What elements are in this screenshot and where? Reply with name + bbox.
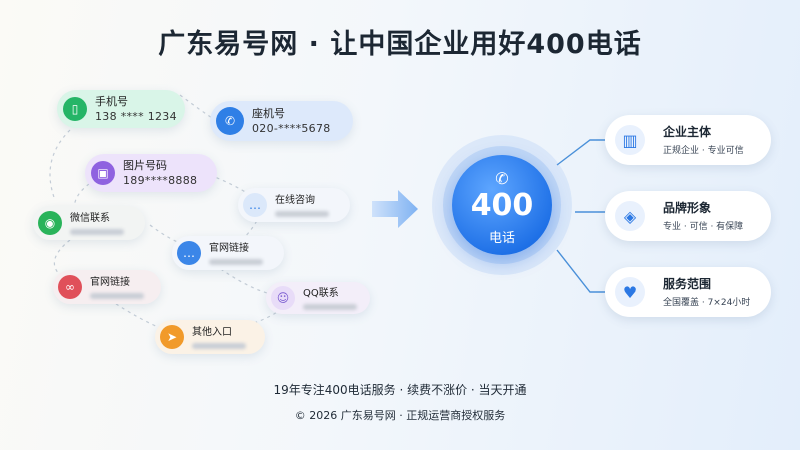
hub-label: 电话 [488,231,515,246]
site-link-blurred-2 [90,293,144,299]
other-entry-pill: ➤ 其他入口 [155,320,265,354]
benefit-card-service: ♥ 服务范围 全国覆盖 · 7×24小时 [605,267,771,317]
chat-bubble-icon: … [243,193,267,217]
online-consult-blurred [275,211,329,217]
qq-blurred [303,304,357,310]
site-link-pill-1: … 官网链接 [172,236,284,270]
right-arrow-icon [372,190,418,228]
footer-tagline: 19年专注400电话服务 · 续费不涨价 · 当天开通 [273,383,527,397]
image-number-pill: ▣ 图片号码 189****8888 [85,154,217,192]
site-link-pill-2: ∞ 官网链接 [53,270,161,304]
chat-icon: … [177,241,201,265]
other-entry-label: 其他入口 [192,327,232,338]
wechat-pill: ◉ 微信联系 [33,206,145,240]
mobile-phone-icon: ▯ [63,97,87,121]
mobile-label: 手机号 [95,95,128,108]
handshake-icon: ♥ [615,277,645,307]
hub-phone-icon: ✆ [495,169,509,188]
benefit-card-enterprise: ▥ 企业主体 正规企业 · 专业可信 [605,115,771,165]
benefit-title: 服务范围 [663,277,712,291]
qq-label: QQ联系 [303,288,339,299]
landline-label: 座机号 [252,107,285,120]
brand-tag-icon: ◈ [615,201,645,231]
site-link-label-2: 官网链接 [90,277,130,288]
image-number-label: 图片号码 [123,159,167,172]
footer-copyright: © 2026 广东易号网 · 正规运营商授权服务 [294,409,506,422]
page-title: 广东易号网 · 让中国企业用好400电话 [158,29,642,60]
benefit-title: 企业主体 [663,125,712,139]
qq-icon: ☺ [271,286,295,310]
building-icon: ▥ [615,125,645,155]
link-icon: ∞ [58,275,82,299]
wechat-icon: ◉ [38,211,62,235]
wechat-blurred [70,229,124,235]
benefit-subtitle: 正规企业 · 专业可信 [663,146,744,156]
hub-number: 400 [470,188,534,223]
phone-icon: ✆ [216,107,244,135]
online-consult-pill: … 在线咨询 [238,188,350,222]
send-icon: ➤ [160,325,184,349]
mobile-number-pill: ▯ 手机号 138 **** 1234 [57,90,185,128]
image-number-value: 189****8888 [123,174,198,187]
other-entry-blurred [192,343,246,349]
benefit-subtitle: 专业 · 可信 · 有保障 [663,222,744,232]
qq-pill: ☺ QQ联系 [266,282,370,314]
landline-pill: ✆ 座机号 020-****5678 [210,101,353,141]
benefit-title: 品牌形象 [663,201,712,215]
hub-400: ✆ 400 电话 [452,155,552,255]
image-icon: ▣ [91,161,115,185]
site-link-label-1: 官网链接 [209,243,249,254]
online-consult-label: 在线咨询 [275,195,315,206]
mobile-value: 138 **** 1234 [95,110,177,123]
site-link-blurred-1 [209,259,263,265]
landline-value: 020-****5678 [252,122,331,135]
benefit-subtitle: 全国覆盖 · 7×24小时 [663,298,751,308]
benefit-card-brand: ◈ 品牌形象 专业 · 可信 · 有保障 [605,191,771,241]
wechat-label: 微信联系 [70,213,110,224]
